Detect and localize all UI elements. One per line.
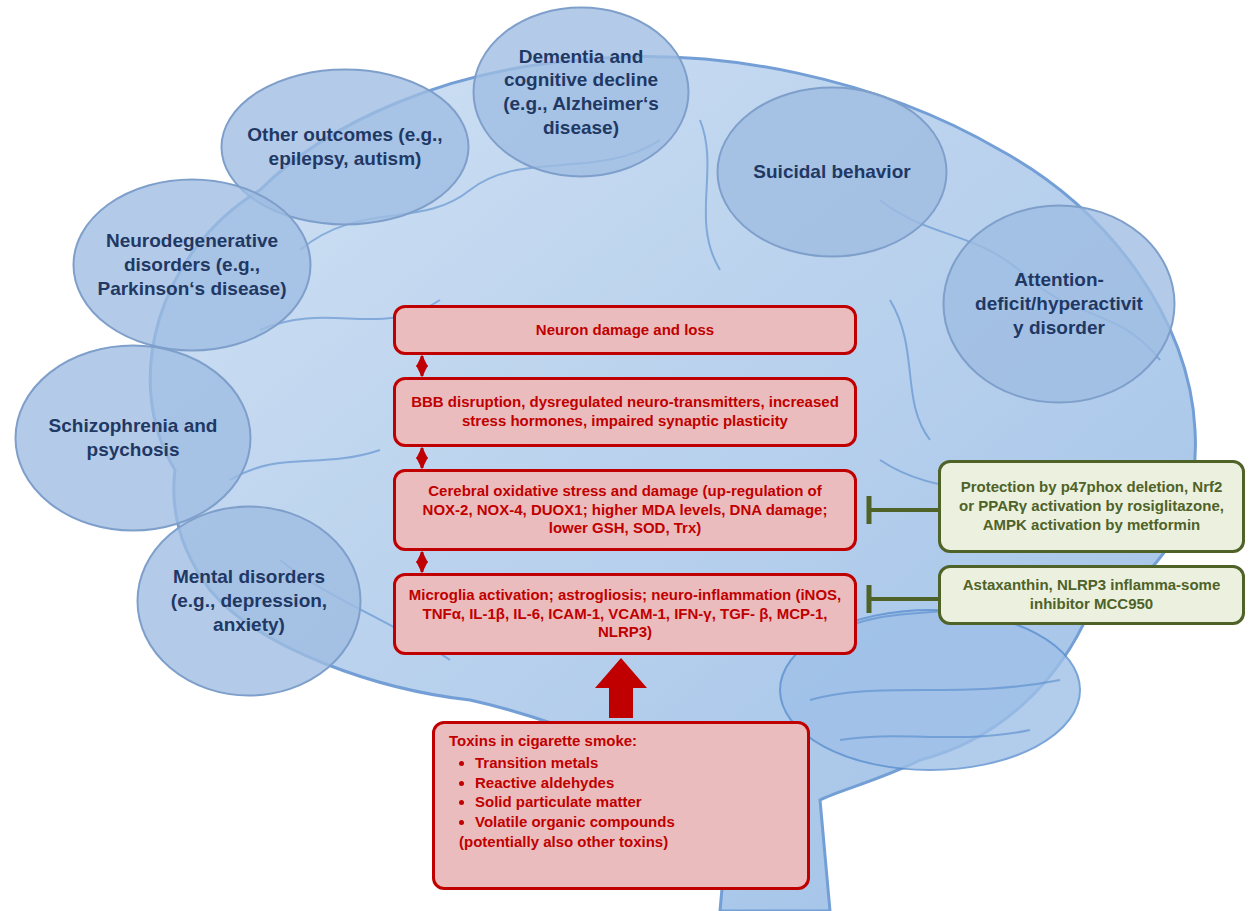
outcome-ellipse: Suicidal behavior (716, 86, 948, 258)
mechanism-box: Neuron damage and loss (393, 305, 857, 355)
node-text: Toxins in cigarette smoke: (449, 732, 793, 751)
connector (869, 496, 938, 524)
node-text: Reactive aldehydes (475, 774, 793, 793)
arrow-line (421, 552, 424, 572)
mechanism-box: Cerebral oxidative stress and damage (up… (393, 469, 857, 551)
node-text: Solid particulate matter (475, 793, 793, 812)
ellipse-shape (472, 6, 690, 178)
outcome-ellipse: Mental disorders (e.g., depression, anxi… (136, 505, 362, 697)
arrow-line (421, 356, 424, 376)
node-text: Microglia activation; astrogliosis; neur… (408, 586, 842, 642)
node-text: Suicidal behavior (747, 160, 917, 184)
connector (422, 552, 423, 572)
node-text: BBB disruption, dysregulated neuro-trans… (408, 393, 842, 431)
node-text: Attention-deficit/hyperactivity disorder (971, 268, 1147, 339)
outcome-ellipse: Attention-deficit/hyperactivity disorder (942, 204, 1176, 404)
node-text: Transition metals (475, 754, 793, 773)
outcome-ellipse: Schizophrenia and psychosis (14, 344, 252, 532)
protection-box: Astaxanthin, NLRP3 inflamma-some inhibit… (938, 565, 1245, 625)
arrow-line (421, 448, 424, 468)
mechanism-box: Microglia activation; astrogliosis; neur… (393, 573, 857, 655)
ellipse-shape (14, 344, 252, 532)
node-text: Mental disorders (e.g., depression, anxi… (164, 565, 334, 636)
connector (422, 356, 423, 376)
block-arrow (595, 658, 647, 718)
node-text: Other outcomes (e.g., epilepsy, autism) (247, 123, 443, 171)
node-text: Astaxanthin, NLRP3 inflamma-some inhibit… (953, 576, 1230, 614)
protection-box: Protection by p47phox deletion, Nrf2 or … (938, 460, 1245, 553)
inhibition-bar (867, 496, 872, 524)
mechanism-box: Toxins in cigarette smoke: Transition met… (432, 721, 810, 890)
node-text: Protection by p47phox deletion, Nrf2 or … (953, 478, 1230, 534)
node-text: Cerebral oxidative stress and damage (up… (408, 482, 842, 538)
node-text: Neurodegenerative disorders (e.g., Parki… (95, 229, 289, 300)
outcome-ellipse: Neurodegenerative disorders (e.g., Parki… (72, 178, 312, 352)
node-text: Volatile organic compounds (475, 813, 793, 832)
inhibition-line (869, 508, 938, 512)
inhibition-bar (867, 585, 872, 613)
node-text: (potentially also other toxins) (449, 833, 793, 852)
outcome-ellipse: Dementia and cognitive decline (e.g., Al… (472, 6, 690, 178)
connector (422, 448, 423, 468)
mechanism-box: BBB disruption, dysregulated neuro-trans… (393, 377, 857, 447)
node-text: Dementia and cognitive decline (e.g., Al… (497, 45, 665, 140)
connector (595, 658, 647, 718)
node-text: Schizophrenia and psychosis (45, 414, 221, 462)
node-text: Neuron damage and loss (408, 321, 842, 340)
connector (869, 585, 938, 613)
toxin-list: Transition metalsReactive aldehydesSolid… (449, 753, 793, 833)
inhibition-line (869, 597, 938, 601)
